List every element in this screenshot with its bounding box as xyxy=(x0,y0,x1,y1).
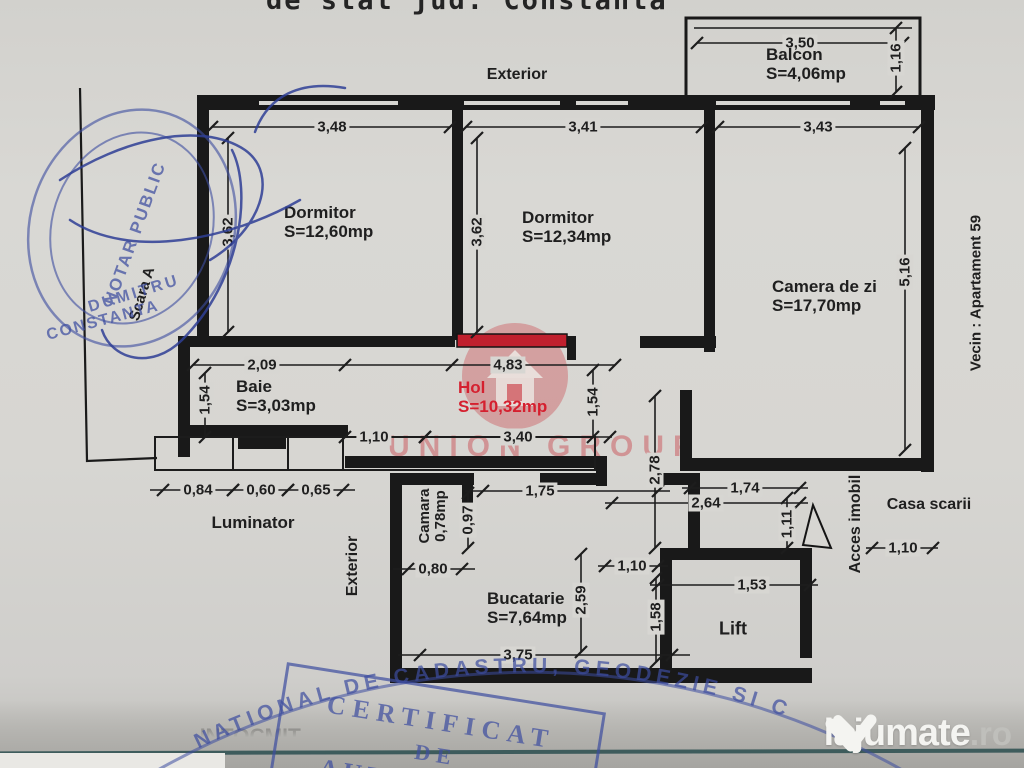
page-title: de stat jud. Constanta xyxy=(266,0,668,16)
label-casa-scarii: Casa scarii xyxy=(886,496,972,513)
dimension-lines xyxy=(150,21,940,669)
lajumate-tld-text: .ro xyxy=(969,715,1012,752)
dim-label: 1,75 xyxy=(522,482,558,500)
dim-label: 0,60 xyxy=(243,481,279,499)
lajumate-watermark: lajumate.ro xyxy=(824,712,1012,755)
dim-label: 1,10 xyxy=(885,539,921,557)
dim-label: 0,65 xyxy=(298,481,334,499)
balcony-outline xyxy=(684,16,922,100)
dim-label: 1,10 xyxy=(356,428,392,446)
walls xyxy=(178,95,935,683)
lajumate-logo-icon xyxy=(825,714,877,752)
dim-label: 3,43 xyxy=(800,118,836,136)
label-lift: Lift xyxy=(719,618,747,639)
dim-label: 4,83 xyxy=(490,356,526,374)
dim-label: 0,84 xyxy=(180,481,216,499)
dim-label: 3,48 xyxy=(314,118,350,136)
dim-label: 3,41 xyxy=(565,118,601,136)
certificate-line2: DE xyxy=(413,739,459,768)
cadastru-stamp-arc xyxy=(158,670,902,768)
dim-label: 1,10 xyxy=(614,557,650,575)
page-frame-line xyxy=(78,87,158,463)
dim-label: 0,80 xyxy=(415,560,451,578)
dim-label: 1,53 xyxy=(734,576,770,594)
notary-stamp-text: NOTAR PUBLIC DUMITRU CONSTANTA xyxy=(45,159,182,344)
notary-stamp-rings xyxy=(26,108,238,348)
label-luminator: Luminator xyxy=(211,513,295,532)
dim-label: 2,64 xyxy=(688,494,724,512)
dim-label: 3,50 xyxy=(782,34,818,52)
entrance-door-symbol xyxy=(801,501,833,550)
label-exterior-top: Exterior xyxy=(486,66,548,83)
dim-label: 1,74 xyxy=(727,479,763,497)
dim-label: 3,40 xyxy=(500,428,536,446)
highlighted-wall-red xyxy=(456,333,568,348)
signature-ink xyxy=(58,84,347,360)
dim-label: 2,09 xyxy=(244,356,280,374)
dim-label: 3,75 xyxy=(500,646,536,664)
